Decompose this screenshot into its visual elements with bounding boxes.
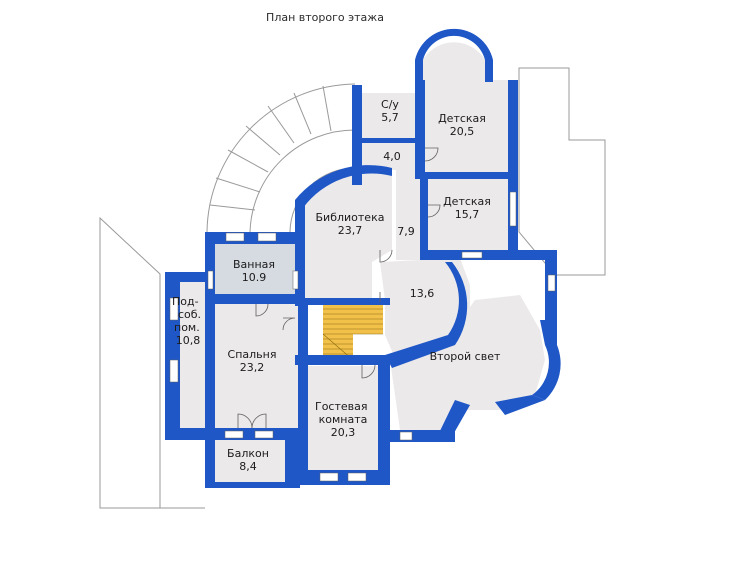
room-su-name: С/у	[381, 98, 399, 111]
room-utility-line1: Под-	[172, 295, 199, 308]
room-guest-line2: комната	[319, 413, 368, 426]
room-utility-line2: соб.	[178, 308, 201, 321]
room-guest-name: Гостевая комната	[315, 400, 371, 426]
plan-title: План второго этажа	[266, 11, 384, 24]
room-hall40-area: 4,0	[383, 150, 401, 163]
room-guest-area: 20,3	[331, 426, 356, 439]
room-library-name: Библиотека	[316, 211, 385, 224]
room-hall136-area: 13,6	[410, 287, 435, 300]
room-su-area: 5,7	[381, 111, 399, 124]
room-guest-line1: Гостевая	[315, 400, 368, 413]
room-kids1-name: Детская	[438, 112, 486, 125]
room-labels: С/у 5,7 4,0 Детская 20,5 Детская 15,7 Би…	[172, 98, 501, 473]
room-bedroom-name: Спальня	[228, 348, 277, 361]
room-library-area: 23,7	[338, 224, 363, 237]
walls	[165, 28, 561, 488]
room-balcony-area: 8,4	[239, 460, 257, 473]
room-utility-line3: пом.	[174, 321, 200, 334]
room-utility-name: Под- соб. пом.	[172, 295, 205, 334]
doors	[237, 147, 441, 429]
room-kids2-name: Детская	[443, 195, 491, 208]
room-corr79-area: 7,9	[397, 225, 415, 238]
room-kids2-area: 15,7	[455, 208, 480, 221]
room-bath-area: 10.9	[242, 271, 267, 284]
room-kids1-area: 20,5	[450, 125, 475, 138]
room-bath-name: Ванная	[233, 258, 275, 271]
room-balcony-name: Балкон	[227, 447, 269, 460]
straight-staircase	[322, 304, 383, 361]
windows	[169, 191, 556, 482]
bath-fill	[215, 244, 295, 294]
room-utility-area: 10,8	[176, 334, 201, 347]
roof-outline-left	[99, 216, 205, 509]
room-second-light-name: Второй свет	[430, 350, 501, 363]
roof-outline-right	[518, 67, 606, 276]
room-bedroom-area: 23,2	[240, 361, 265, 374]
